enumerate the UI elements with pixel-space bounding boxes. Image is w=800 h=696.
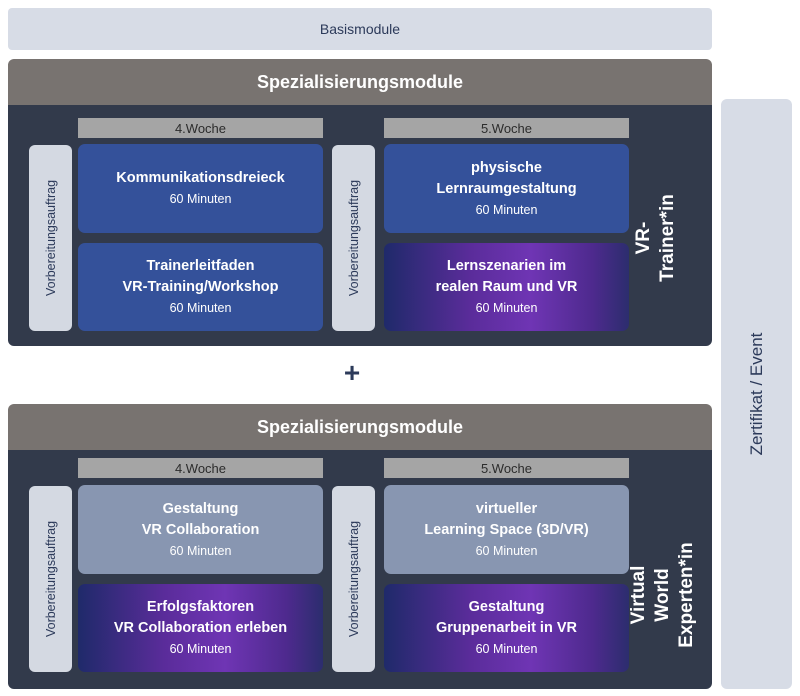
module-duration: 60 Minuten [169, 543, 232, 558]
module-card-learning-space: virtueller Learning Space (3D/VR) 60 Min… [384, 485, 629, 574]
module-title: Erfolgsfaktoren VR Collaboration erleben [113, 599, 288, 636]
module-card-erfolgsfaktoren: Erfolgsfaktoren VR Collaboration erleben… [78, 584, 323, 672]
module-duration: 60 Minuten [475, 642, 538, 656]
module-card-trainerleitfaden: Trainerleitfaden VR-Training/Workshop 60… [78, 243, 323, 331]
module-title: physische Lernraumgestaltung [436, 159, 577, 197]
prep-task-label: Vorbereitungsauftrag [346, 520, 361, 638]
zertifikat-event-label: Zertifikat / Event [746, 332, 766, 456]
panel-header-label: Spezialisierungsmodule [256, 416, 464, 437]
zertifikat-event-bar: Zertifikat / Event [721, 99, 792, 689]
module-card-lernraumgestaltung: physische Lernraumgestaltung 60 Minuten [384, 144, 629, 233]
module-duration: 60 Minuten [169, 642, 232, 656]
module-duration: 60 Minuten [169, 301, 232, 315]
module-card-gruppenarbeit: Gestaltung Gruppenarbeit in VR 60 Minute… [384, 584, 629, 672]
module-duration: 60 Minuten [475, 301, 538, 315]
module-title: Kommunikationsdreieck [116, 170, 285, 186]
module-card-gestaltung-vr-collaboration: Gestaltung VR Collaboration 60 Minuten [78, 485, 323, 574]
basismodule-label: Basismodule [319, 21, 401, 37]
prep-task-week-4: Vorbereitungsauftrag [29, 145, 72, 331]
week-4-label: 4.Woche [78, 458, 323, 478]
track-title-vr-trainer: VR-Trainer*in [633, 194, 678, 282]
plus-sign: + [343, 357, 361, 388]
prep-task-label: Vorbereitungsauftrag [43, 179, 58, 297]
prep-task-week-5: Vorbereitungsauftrag [332, 145, 375, 331]
panel-virtual-world-experte: Spezialisierungsmodule 4.Woche 5.Woche V… [8, 404, 712, 689]
module-title: Lernszenarien im realen Raum und VR [435, 258, 578, 295]
week-5-label: 5.Woche [384, 458, 629, 478]
module-duration: 60 Minuten [475, 543, 538, 558]
panel-header-label: Spezialisierungsmodule [256, 71, 464, 92]
panel-header: Spezialisierungsmodule [8, 404, 712, 450]
week-4-label: 4.Woche [78, 118, 323, 138]
module-card-kommunikationsdreieck: Kommunikationsdreieck 60 Minuten [78, 144, 323, 233]
panel-header: Spezialisierungsmodule [8, 59, 712, 105]
module-duration: 60 Minuten [475, 202, 538, 217]
prep-task-week-4: Vorbereitungsauftrag [29, 486, 72, 672]
prep-task-week-5: Vorbereitungsauftrag [332, 486, 375, 672]
module-card-lernszenarien: Lernszenarien im realen Raum und VR 60 M… [384, 243, 629, 331]
prep-task-label: Vorbereitungsauftrag [346, 179, 361, 297]
module-duration: 60 Minuten [169, 192, 232, 206]
track-title-virtual-world-experte: Virtual World Experten*in [628, 542, 697, 648]
module-title: virtueller Learning Space (3D/VR) [424, 500, 589, 538]
prep-task-label: Vorbereitungsauftrag [43, 520, 58, 638]
week-5-label: 5.Woche [384, 118, 629, 138]
panel-body: 4.Woche 5.Woche Vorbereitungsauftrag Vor… [8, 105, 712, 346]
panel-body: 4.Woche 5.Woche Vorbereitungsauftrag Vor… [8, 450, 712, 689]
panel-vr-trainer: Spezialisierungsmodule 4.Woche 5.Woche V… [8, 59, 712, 346]
module-title: Gestaltung VR Collaboration [141, 500, 260, 538]
module-title: Gestaltung Gruppenarbeit in VR [436, 599, 577, 636]
module-title: Trainerleitfaden VR-Training/Workshop [122, 258, 279, 295]
basismodule-bar: Basismodule [8, 8, 712, 50]
